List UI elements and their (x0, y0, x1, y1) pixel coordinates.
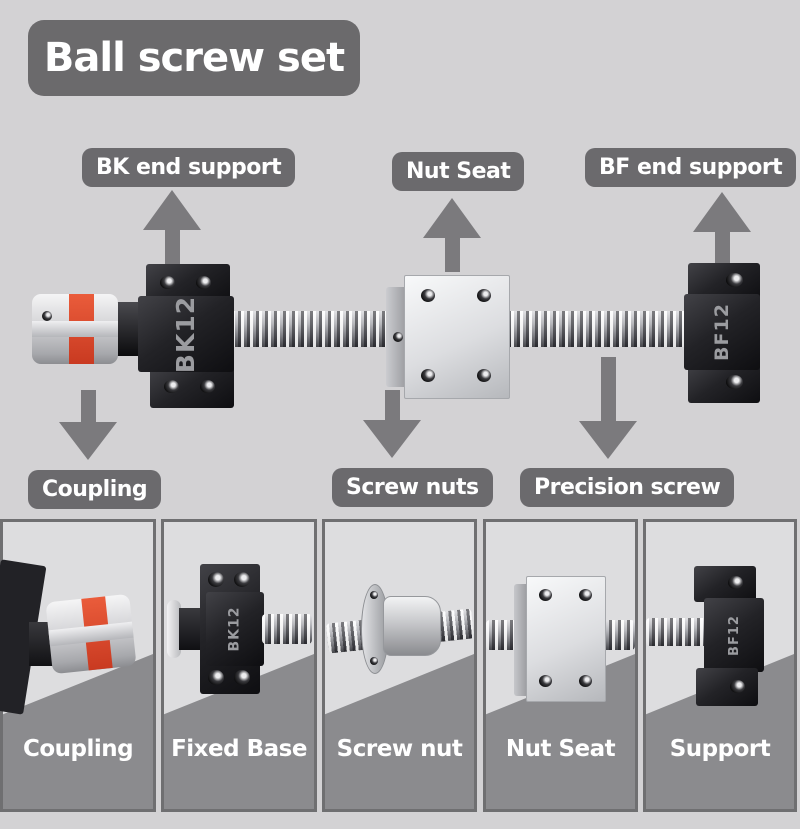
screw-nut-photo (325, 522, 475, 809)
arrow-stem (384, 390, 400, 420)
bolt-hole (539, 589, 552, 601)
arrow-head (693, 192, 751, 232)
bolt-hole (579, 675, 592, 687)
arrow-head (143, 190, 201, 230)
bolt-hole (726, 375, 743, 389)
bolt-hole (370, 591, 378, 599)
bolt-hole (421, 289, 435, 302)
arrow-head (423, 198, 481, 238)
bolt-hole (234, 670, 250, 685)
panel-caption: Screw nut (336, 736, 463, 762)
arrow-head (59, 422, 117, 460)
panel-nut-seat: Nut Seat (483, 519, 638, 812)
bolt-hole (728, 576, 743, 589)
bk12-marking: BK12 (171, 295, 201, 373)
bk12-bottom-flange (150, 366, 234, 408)
bolt-hole (164, 380, 179, 393)
bolt-hole (234, 572, 250, 587)
coupling-center-ring (32, 321, 118, 337)
panel-caption: Coupling (22, 736, 134, 762)
arrow-stem (164, 230, 180, 268)
bolt-hole (208, 670, 224, 685)
arrow-up-icon (423, 198, 481, 272)
callout-coupling: Coupling (28, 470, 162, 509)
callout-precision-screw: Precision screw (520, 468, 735, 507)
bolt-hole (393, 332, 403, 342)
arrow-stem (444, 238, 460, 272)
panel-support: BF12 Support (643, 519, 797, 812)
bf12-top-flange (694, 566, 756, 602)
coupling-photo (0, 522, 153, 809)
screw-shaft (646, 618, 714, 646)
callout-screw-nuts: Screw nuts (332, 468, 493, 507)
bolt-hole (730, 680, 745, 693)
washer (167, 600, 181, 658)
callout-bf-end-support: BF end support (585, 148, 797, 187)
bolt-hole (726, 273, 743, 287)
callout-bk-end-support: BK end support (82, 148, 296, 187)
bf12-bottom-flange (696, 668, 758, 706)
arrow-head (579, 421, 637, 459)
bf12-marking: BF12 (726, 614, 742, 656)
set-screw-hole (42, 311, 52, 321)
bolt-hole (539, 675, 552, 687)
bolt-hole (579, 589, 592, 601)
ball-nut-body (383, 596, 441, 656)
panel-screw-nut: Screw nut (322, 519, 477, 812)
arrow-stem (600, 357, 616, 421)
nut-seat-block (404, 275, 510, 399)
bf12-marking: BF12 (711, 303, 733, 361)
bolt-hole (370, 657, 378, 665)
arrow-down-icon (579, 357, 637, 459)
bolt-hole (196, 276, 211, 289)
support-photo: BF12 (646, 522, 794, 809)
callout-nut-seat: Nut Seat (392, 152, 525, 191)
arrow-up-icon (693, 192, 751, 266)
panel-caption: Fixed Base (171, 736, 307, 762)
panel-caption: Support (669, 736, 771, 762)
bk12-marking: BK12 (226, 606, 243, 652)
bolt-hole (477, 289, 491, 302)
arrow-down-icon (59, 390, 117, 460)
bf12-bearing-block: BF12 (684, 294, 760, 370)
lock-nut (179, 608, 203, 650)
panel-caption: Nut Seat (505, 736, 616, 762)
bolt-hole (208, 572, 224, 587)
nut-seat-block (526, 576, 606, 702)
title-banner: Ball screw set (28, 20, 360, 96)
bolt-hole (477, 369, 491, 382)
arrow-stem (80, 390, 96, 422)
bolt-hole (421, 369, 435, 382)
arrow-down-icon (363, 390, 421, 458)
nut-seat-photo (486, 522, 635, 809)
page-title: Ball screw set (43, 35, 345, 81)
bolt-hole (160, 276, 175, 289)
bf12-body: BF12 (704, 598, 764, 672)
screw-shaft (262, 614, 312, 644)
panel-fixed-base: BK12 Fixed Base (161, 519, 317, 812)
bolt-hole (200, 380, 215, 393)
arrow-stem (714, 232, 730, 266)
arrow-up-icon (143, 190, 201, 268)
panel-coupling: Coupling (0, 519, 156, 812)
coupling (45, 593, 137, 675)
bk12-body: BK12 (206, 592, 264, 666)
arrow-head (363, 420, 421, 458)
bk12-bearing-block: BK12 (138, 295, 234, 373)
fixed-base-photo: BK12 (164, 522, 314, 809)
coupling (32, 294, 118, 364)
